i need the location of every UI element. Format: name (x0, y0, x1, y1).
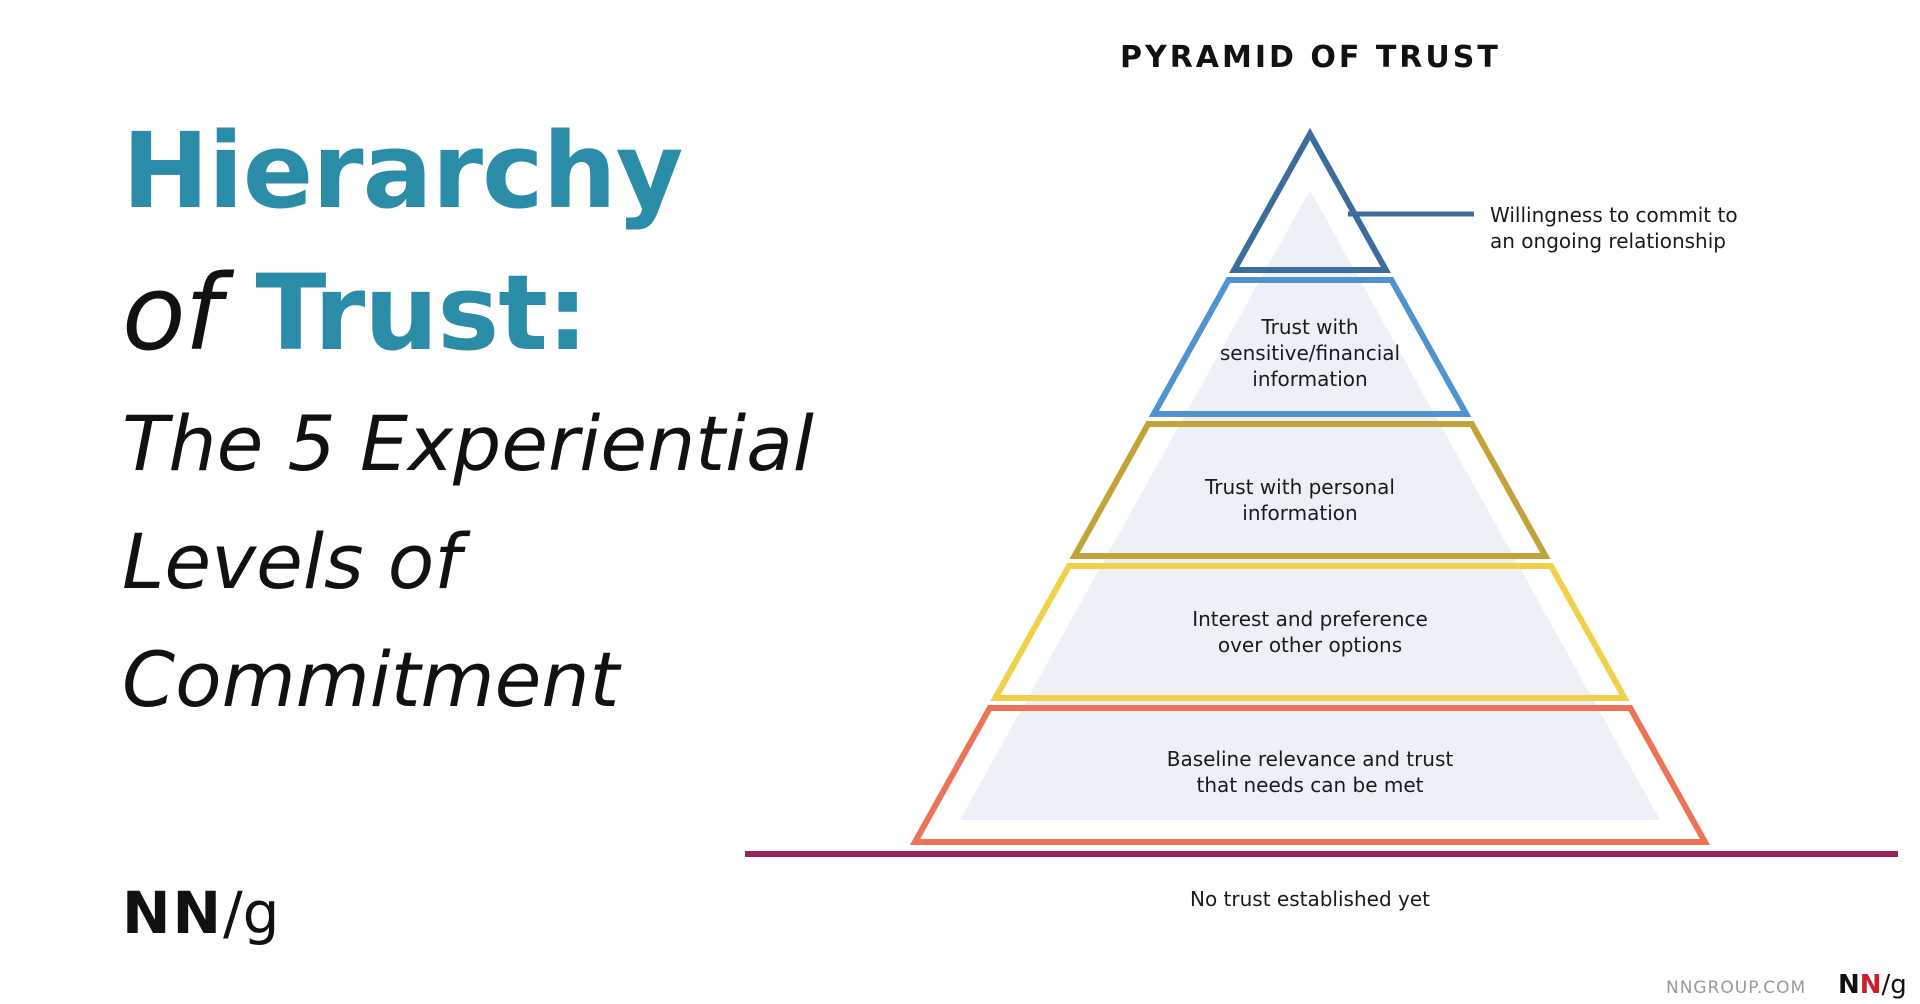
pyramid-level-4 (990, 563, 1630, 701)
subtitle-line-1: The 5 Experiential (122, 399, 814, 488)
level-4-label: Interest and preference over other optio… (1192, 607, 1428, 657)
subtitle-line-2: Levels of (122, 517, 461, 606)
footer-logo-n2: N (1859, 970, 1882, 1000)
baseline-label: No trust established yet (1190, 887, 1430, 911)
pyramid-inner-fill (960, 190, 1660, 820)
headline-of-trust: of Trust: (122, 242, 842, 384)
logo-slash: / (223, 879, 243, 947)
logo-g: g (242, 879, 280, 947)
level-5-label: Baseline relevance and trust that needs … (1166, 747, 1454, 797)
level-1-label: Willingness to commit to an ongoing rela… (1490, 203, 1738, 253)
pyramid-outlines (909, 127, 1711, 845)
logo-nn: NN (122, 879, 224, 947)
headline-hierarchy: Hierarchy (122, 110, 683, 232)
subtitle-line-3: Commitment (122, 635, 620, 724)
footer-logo: NN/g (1838, 970, 1907, 1000)
nng-logo: NN/g (122, 878, 279, 948)
footer-url: NNGROUP.COM (1666, 978, 1807, 998)
level-3-label: Trust with personal information (1205, 475, 1395, 525)
pyramid-level-5 (909, 705, 1711, 845)
pyramid-level-1 (1229, 127, 1391, 273)
pyramid-inner-fills (960, 190, 1660, 820)
pyramid-level-2 (1148, 277, 1472, 417)
diagram-title: PYRAMID OF TRUST (1120, 40, 1501, 75)
level-2-label: Trust with sensitive/financial informati… (1219, 315, 1401, 391)
headline-of: of (122, 252, 221, 374)
pyramid-level-3 (1069, 421, 1551, 559)
headline: Hierarchy of Trust: The 5 Experiential L… (122, 100, 842, 738)
headline-trust: Trust: (255, 252, 588, 374)
footer-logo-g: g (1890, 970, 1907, 1000)
footer-logo-slash: / (1881, 970, 1891, 1000)
footer-logo-n1: N (1838, 970, 1860, 1000)
